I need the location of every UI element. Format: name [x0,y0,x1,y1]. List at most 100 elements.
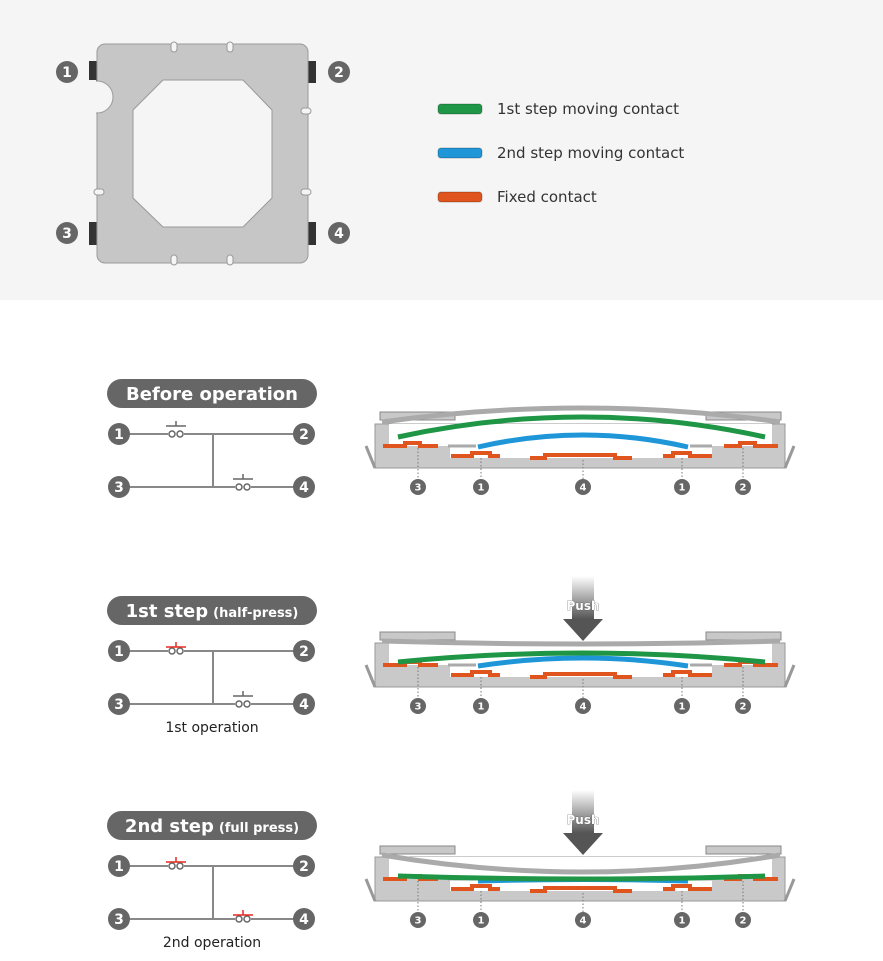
switch-contact [168,647,176,655]
pin-circle [293,908,315,930]
switch-contact [243,915,251,923]
pin-circle [108,693,130,715]
pin-4-badge: 4 [575,912,591,928]
pin-number: 3 [415,916,422,927]
pin-circle [108,855,130,877]
switch-contact [235,915,243,923]
pin-3-badge: 3 [108,476,130,498]
push-arrow-icon: Push [563,576,603,641]
section-caption: 2nd operation [163,935,261,951]
legend-label: 2nd step moving contact [497,144,684,162]
pin-number: 1 [679,702,686,713]
pin-4-badge: 4 [293,476,315,498]
section-title: 1st step(half-press) [126,601,299,622]
pin-circle [328,222,350,244]
legend-label: Fixed contact [497,188,597,206]
section-title-pill [107,811,317,840]
switch-contact [235,483,243,491]
pin-circle [674,479,690,495]
actuator-spring [381,638,781,647]
pin-number: 4 [580,702,587,713]
pin-number: 3 [114,697,124,713]
pin-circle [293,476,315,498]
pin-1-badge: 1 [674,479,690,495]
switch-1st-step [166,642,186,655]
pin-number: 2 [740,702,747,713]
second-step-moving-contact [477,432,689,450]
pin-circle [328,61,350,83]
pin-4-badge: 4 [575,479,591,495]
push-label: Push [566,813,599,827]
terminal-tab-3 [89,222,99,245]
fixed-contact [383,441,438,448]
pin-2-badge: 2 [293,640,315,662]
push-arrow-head [563,833,603,855]
pin-circle [410,698,426,714]
switch-2nd-step [233,691,253,708]
switch-contact [235,700,243,708]
pin-number: 1 [114,644,124,660]
push-arrow-shaft [572,576,594,619]
operation-sections: Before operation 1 2 3 4 3 1 4 1 2 1st step(half-p… [107,379,796,951]
section-title-main: 2nd step [125,816,214,837]
pin-circle [410,479,426,495]
pin-number: 1 [114,859,124,875]
pin-3-badge: 3 [410,698,426,714]
section-title-sub: (half-press) [213,606,298,621]
pin-circle [735,698,751,714]
switch-contact [243,700,251,708]
pin-circle [473,912,489,928]
fixed-contact [724,441,778,448]
pin-circle [735,912,751,928]
pin-number: 3 [62,226,72,242]
pin-number: 1 [478,916,485,927]
fixed-contact [451,884,500,891]
pin-number: 1 [679,916,686,927]
pin-2-badge: 2 [735,479,751,495]
pin-number: 2 [299,859,309,875]
legend-swatch [437,147,483,159]
fixed-contact [530,886,632,893]
pin-circle [473,698,489,714]
terminal-tab-1 [89,61,99,83]
second-step-moving-contact [477,655,689,669]
pin-circle [108,476,130,498]
pin-circle [575,698,591,714]
pin-3-badge: 3 [56,222,78,244]
pin-2-badge: 2 [328,61,350,83]
section-title-main: Before operation [126,384,298,405]
switch-contact [243,483,251,491]
component-window [132,79,273,228]
cross-section-view: 3 1 4 1 2 Push [364,576,796,714]
fixed-contact [451,670,500,677]
switch-contact [168,862,176,870]
top-plate-left [379,845,456,855]
terminal-tab-2 [306,61,316,83]
fixed-contact [663,884,712,891]
pin-number: 2 [299,644,309,660]
pin-circle [108,640,130,662]
pin-3-badge: 3 [108,908,130,930]
pin-circle [575,479,591,495]
pin-number: 3 [114,912,124,928]
pin-4-badge: 4 [293,908,315,930]
pin-circle [293,693,315,715]
pin-1-badge: 1 [674,698,690,714]
pin-number: 3 [415,483,422,494]
pin-1-badge: 1 [108,855,130,877]
pin-number: 1 [478,702,485,713]
pin-1-badge: 1 [473,479,489,495]
actuator-spring [381,405,781,425]
section-title: Before operation [126,384,298,405]
pin-number: 1 [679,483,686,494]
pin-number: 1 [478,483,485,494]
fixed-contact [663,670,712,677]
pin-circle [674,912,690,928]
pin-2-badge: 2 [293,423,315,445]
section-title-sub: (full press) [219,821,299,836]
push-arrow-head [563,619,603,641]
pin-number: 3 [114,480,124,496]
switch-contact [168,430,176,438]
